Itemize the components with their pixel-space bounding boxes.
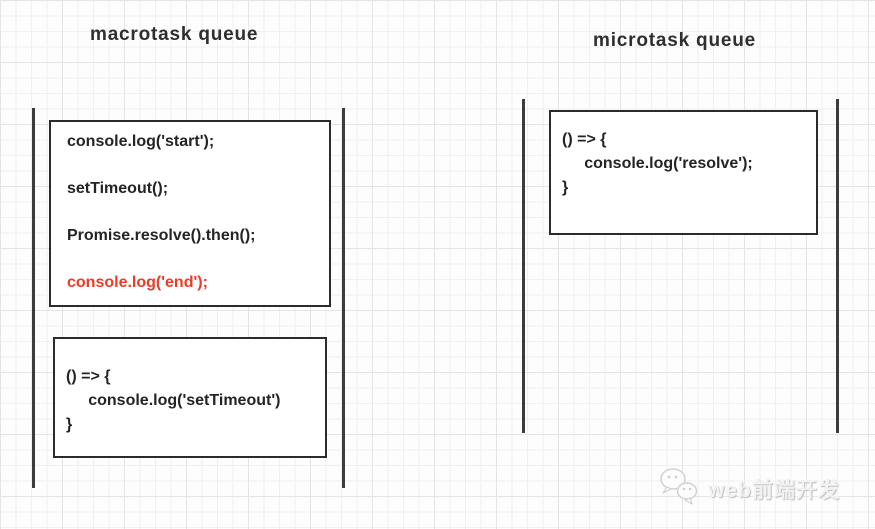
code-line: console.log('setTimeout')	[66, 392, 281, 409]
macrotask-queue-right-rail	[342, 108, 345, 488]
watermark-text: web前端开发	[708, 478, 840, 502]
code-line: Promise.resolve().then();	[67, 227, 256, 244]
microtask-queue-title: microtask queue	[593, 30, 756, 51]
code-line: }	[66, 416, 73, 433]
code-line-highlighted: console.log('end');	[67, 274, 208, 291]
code-line: console.log('resolve');	[562, 155, 753, 172]
code-line: () => {	[66, 368, 111, 385]
resolve-callback-box: () => { console.log('resolve'); }	[549, 110, 818, 235]
watermark: web前端开发	[658, 466, 840, 511]
macrotask-queue-left-rail	[32, 108, 35, 488]
wechat-icon	[658, 466, 702, 511]
microtask-queue-right-rail	[836, 99, 839, 433]
code-line: }	[562, 179, 569, 196]
macrotask-queue-title: macrotask queue	[90, 24, 259, 45]
microtask-queue-left-rail	[522, 99, 525, 433]
code-line: setTimeout();	[67, 180, 169, 197]
settimeout-callback-box: () => { console.log('setTimeout') }	[53, 337, 327, 458]
macrotask-script-box: console.log('start'); setTimeout(); Prom…	[49, 120, 331, 307]
code-line: () => {	[562, 131, 607, 148]
code-line: console.log('start');	[67, 133, 215, 150]
